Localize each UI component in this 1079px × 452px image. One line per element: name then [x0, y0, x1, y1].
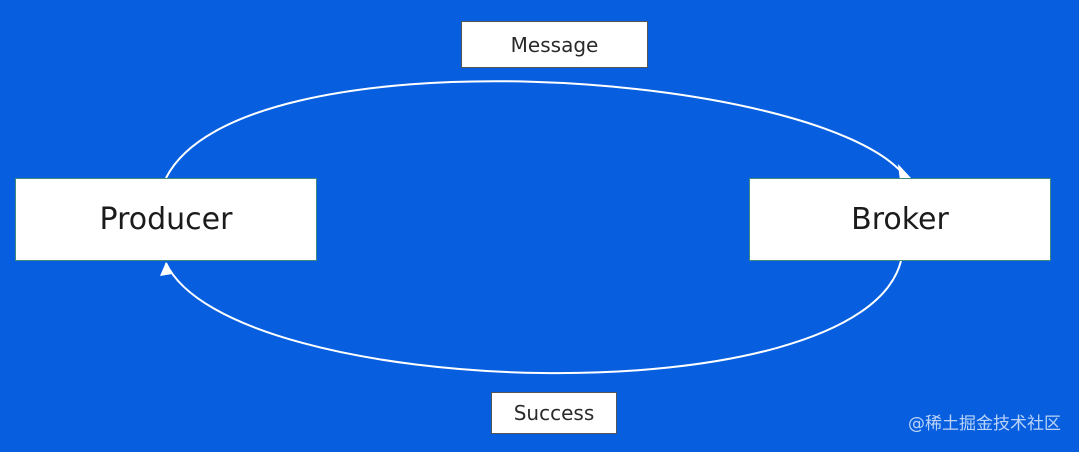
broker-node: Broker [749, 178, 1051, 261]
success-arrow [165, 260, 902, 375]
broker-node-text: Broker [851, 202, 949, 237]
message-arrowhead-icon [898, 164, 911, 181]
producer-node: Producer [15, 178, 317, 261]
success-arrowhead-icon [160, 262, 172, 276]
success-label: Success [491, 392, 617, 434]
message-label: Message [461, 21, 648, 68]
message-label-text: Message [510, 32, 599, 57]
success-label-text: Success [513, 401, 595, 425]
producer-node-text: Producer [99, 202, 233, 237]
watermark: @稀土掘金技术社区 [908, 414, 1061, 434]
message-arrow [165, 80, 906, 179]
